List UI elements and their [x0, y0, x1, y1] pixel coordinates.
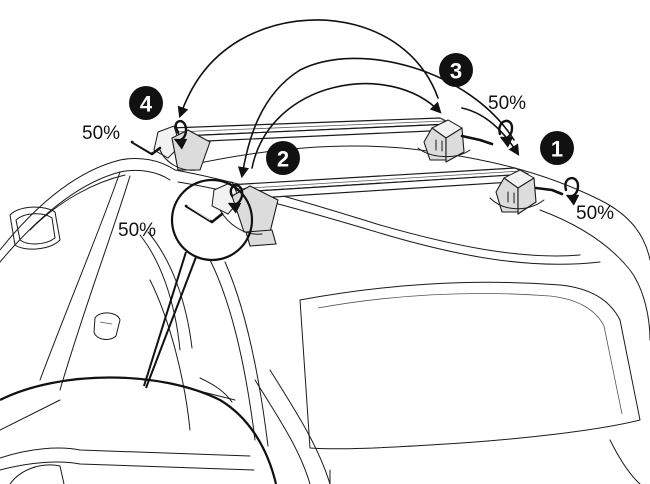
step-badge-2: 2: [266, 141, 300, 175]
clockwise-rotation-arrow-icon: [227, 184, 244, 214]
torque-label: 50%: [488, 93, 526, 114]
torque-label: 50%: [576, 203, 614, 224]
step-badge-1: 1: [540, 131, 574, 165]
torque-label: 50%: [82, 123, 120, 144]
hex-key-wrench-icon: [130, 140, 162, 156]
step-number: 3: [450, 59, 462, 84]
sequence-arrows: [177, 19, 520, 179]
hex-key-wrench-icon: [184, 204, 224, 224]
step-badge-3: 3: [439, 53, 473, 87]
zoom-detail: [0, 178, 278, 484]
front-roof-bar: [227, 167, 529, 200]
foot-front-right: [489, 169, 545, 215]
car-outline: [0, 145, 650, 484]
hex-key-wrench-icon: [460, 134, 494, 146]
foot-rear-right: [417, 119, 471, 163]
step-number: 4: [140, 92, 153, 117]
clockwise-rotation-arrow-icon: [173, 120, 188, 150]
torque-label: 50%: [118, 220, 156, 241]
rear-roof-bar: [169, 117, 453, 143]
hex-key-wrench-icon: [534, 186, 564, 196]
step-number: 2: [277, 147, 289, 172]
step-number: 1: [551, 137, 563, 162]
clockwise-rotation-arrow-icon: [564, 177, 580, 206]
step-badge-4: 4: [129, 86, 163, 120]
